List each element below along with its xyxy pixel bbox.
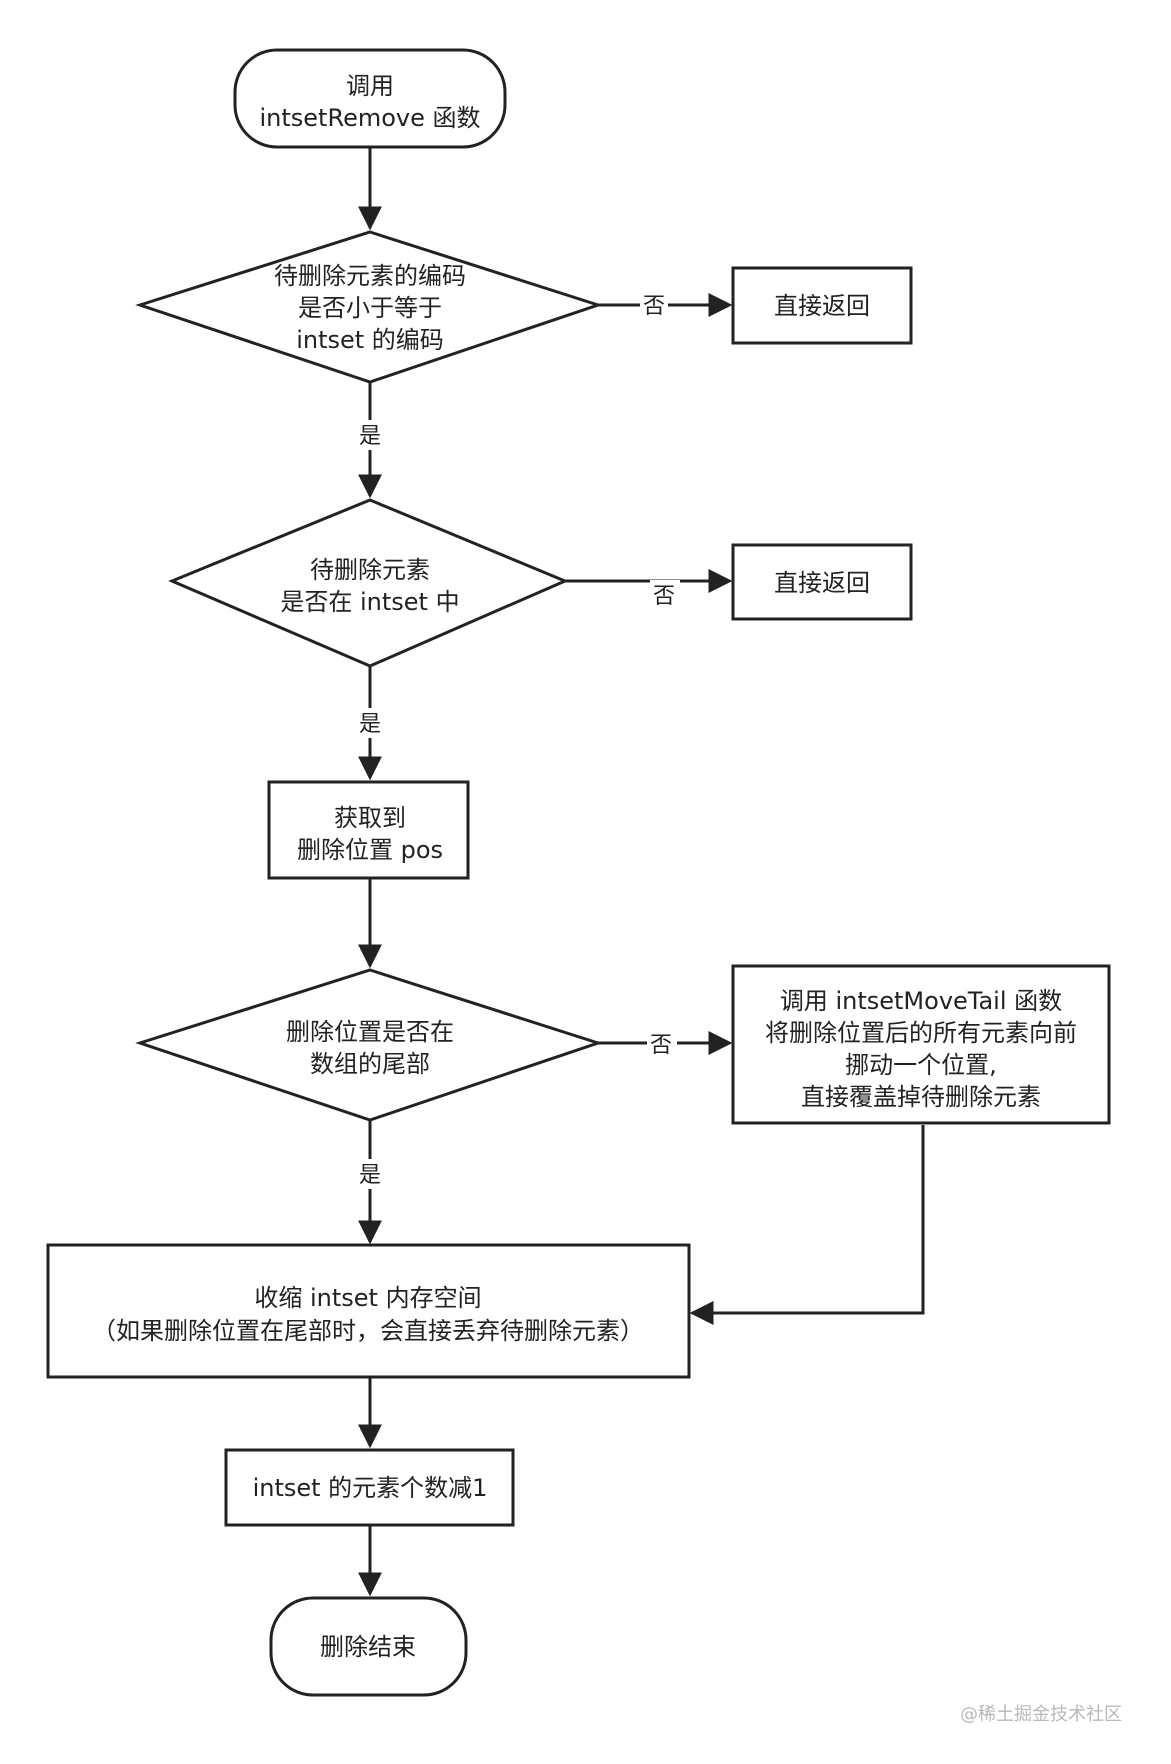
return-node-2-label: 直接返回 — [774, 569, 870, 597]
edge-label-tail-no: 否 — [650, 1033, 672, 1058]
process-move-tail-line-4: 直接覆盖掉待删除元素 — [801, 1083, 1041, 1111]
process-move-tail-line-1: 调用 intsetMoveTail 函数 — [780, 987, 1062, 1015]
edge-label-encoding-no: 否 — [643, 294, 665, 319]
decision-encoding-line-1: 待删除元素的编码 — [274, 262, 466, 290]
decision-tail — [135, 968, 603, 1122]
decision-encoding-line-2: 是否小于等于 — [298, 294, 442, 322]
process-move-tail-line-2: 将删除位置后的所有元素向前 — [765, 1019, 1077, 1047]
return-node-1-label: 直接返回 — [774, 292, 870, 320]
end-node — [269, 1596, 468, 1697]
process-get-pos-line-1: 获取到 — [334, 804, 406, 832]
return-node-1 — [731, 266, 913, 345]
decision-exists-line-1: 待删除元素 — [310, 556, 430, 584]
decision-exists — [168, 498, 569, 668]
edge-movetail-to-shrink — [689, 1125, 925, 1325]
process-move-tail-line-3: 挪动一个位置, — [845, 1051, 997, 1079]
process-get-pos — [267, 780, 470, 880]
watermark: @稀土掘金技术社区 — [960, 1704, 1122, 1725]
process-get-pos-line-2: 删除位置 pos — [297, 836, 443, 864]
decision-tail-line-1: 删除位置是否在 — [286, 1018, 454, 1046]
process-shrink-line-2: （如果删除位置在尾部时，会直接丢弃待删除元素） — [92, 1317, 644, 1345]
edge-label-exists-no: 否 — [653, 584, 675, 609]
decision-exists-line-2: 是否在 intset 中 — [280, 588, 459, 616]
process-move-tail — [731, 964, 1111, 1125]
start-node-line-1: 调用 — [346, 72, 394, 100]
edge-label-exists-yes: 是 — [359, 712, 381, 737]
process-decrement-label: intset 的元素个数减1 — [253, 1474, 488, 1502]
start-node-line-2: intsetRemove 函数 — [260, 104, 481, 132]
edge-label-encoding-yes: 是 — [359, 424, 381, 449]
decision-encoding-line-3: intset 的编码 — [296, 326, 444, 354]
process-decrement — [224, 1448, 515, 1527]
decision-encoding — [135, 230, 603, 384]
process-shrink — [46, 1243, 691, 1379]
return-node-2 — [731, 543, 913, 621]
start-node — [233, 48, 507, 149]
edge-label-tail-yes: 是 — [359, 1163, 381, 1188]
end-node-label: 删除结束 — [320, 1633, 416, 1661]
process-shrink-line-1: 收缩 intset 内存空间 — [254, 1284, 481, 1312]
decision-tail-line-2: 数组的尾部 — [310, 1050, 430, 1078]
